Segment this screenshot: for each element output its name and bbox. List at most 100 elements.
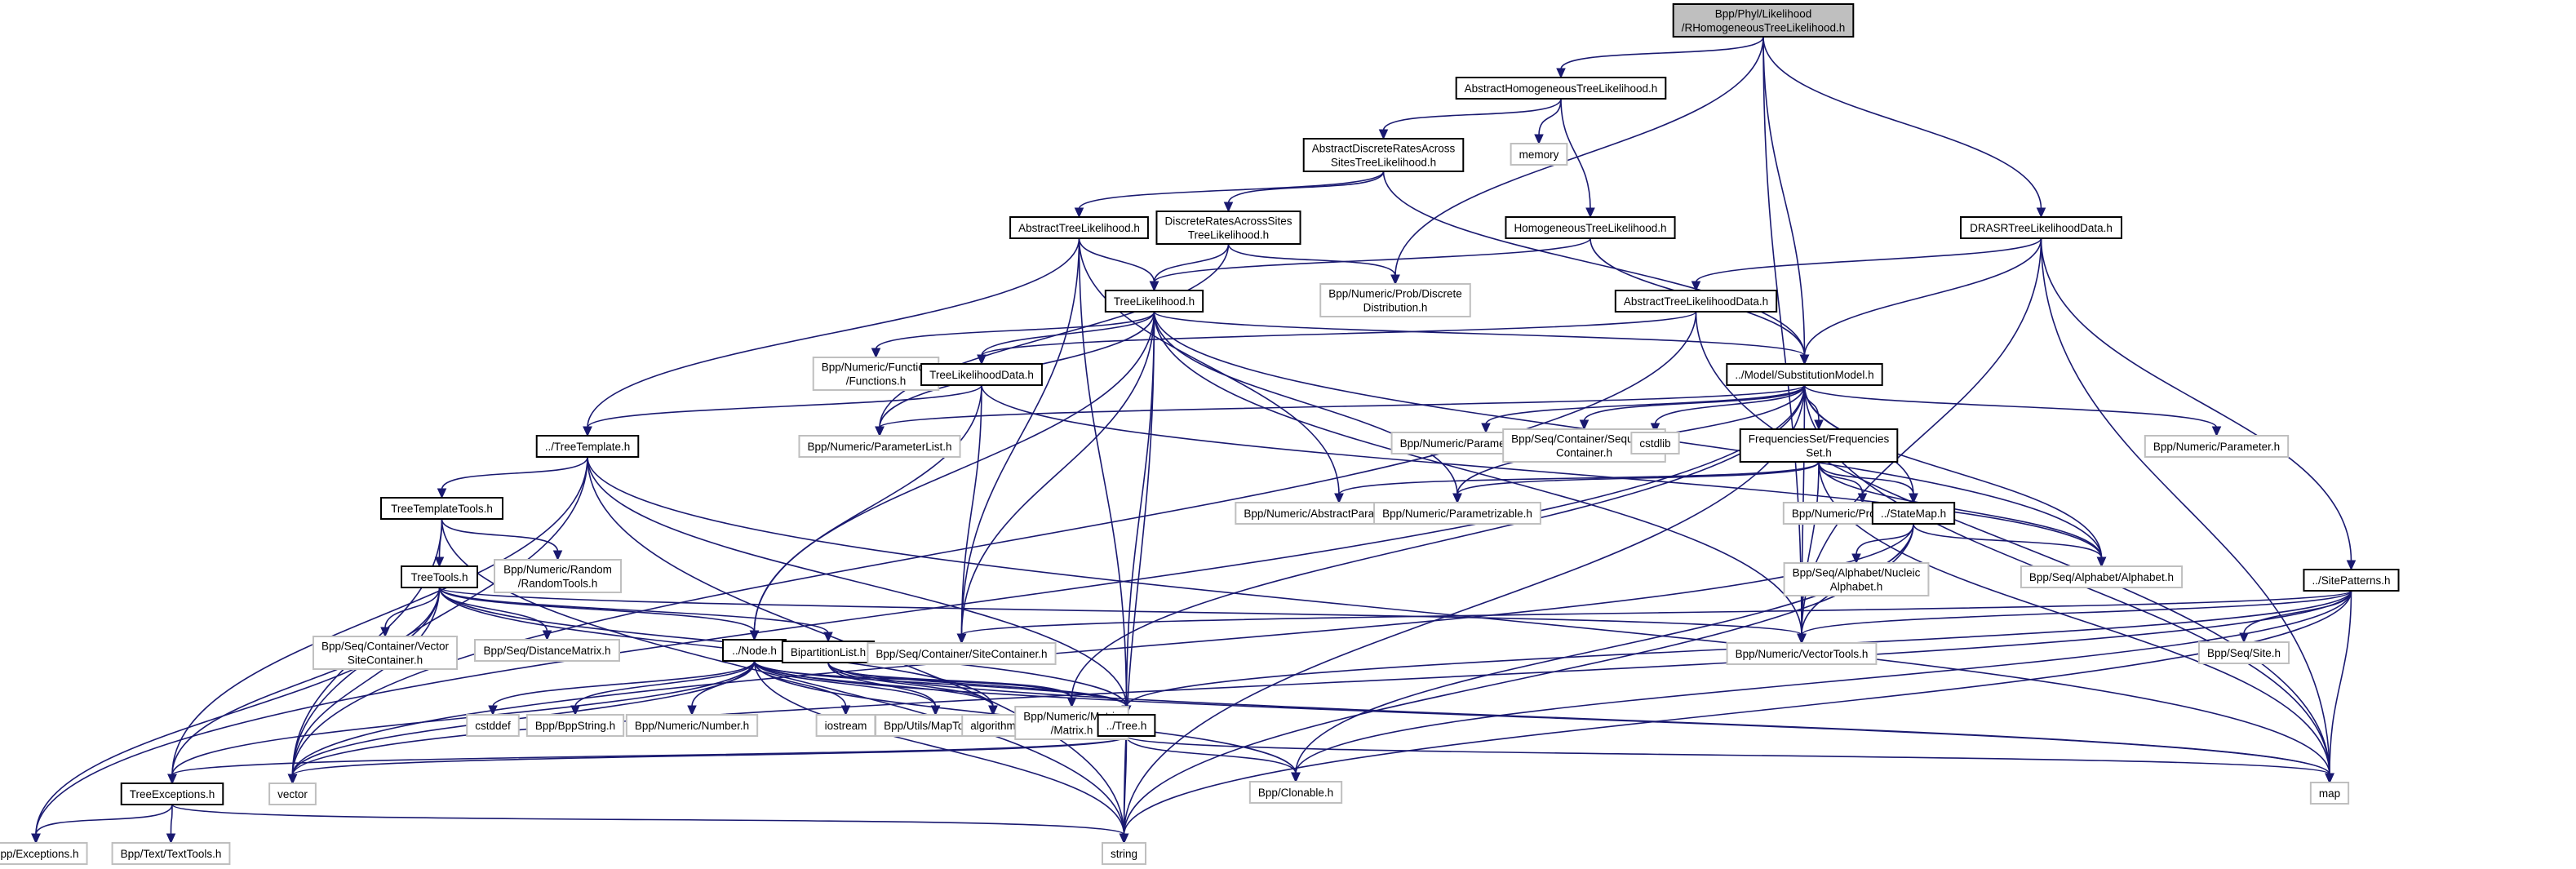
node-label: SiteContainer.h [348, 654, 423, 667]
edge-drastl-to-tl [1149, 243, 1230, 292]
node-exceptions: Bpp/Exceptions.h [0, 842, 88, 865]
node-label: TreeLikelihoodData.h [929, 369, 1034, 381]
node-paramlist: Bpp/Numeric/ParameterList.h [798, 435, 961, 458]
node-drasrtld[interactable]: DRASRTreeLikelihoodData.h [1960, 216, 2122, 239]
node-bppstring: Bpp/BppString.h [525, 714, 625, 737]
arrowhead-icon [1799, 354, 1810, 366]
arrowhead-icon [1334, 493, 1344, 504]
node-box [1726, 642, 1878, 665]
edge-line [384, 587, 441, 629]
node-label: algorithm [970, 720, 1016, 732]
arrowhead-icon [1452, 493, 1462, 504]
edge-line [2329, 590, 2352, 775]
node-freqset[interactable]: FrequenciesSet/FrequenciesSet.h [1739, 428, 1899, 463]
edge-root-to-submodel [1762, 36, 1810, 366]
edge-treetools-to-node [438, 587, 760, 641]
node-root[interactable]: Bpp/Phyl/Likelihood/RHomogeneousTreeLike… [1672, 3, 1855, 38]
arrowhead-icon [1066, 697, 1077, 708]
node-vectortools: Bpp/Numeric/VectorTools.h [1726, 642, 1878, 665]
arrowhead-icon [167, 774, 177, 785]
node-functions: Bpp/Numeric/Function/Functions.h [812, 357, 940, 391]
node-box [1783, 562, 1930, 596]
edge-treeexc-to-texttools [166, 804, 176, 845]
node-tl[interactable]: TreeLikelihood.h [1104, 290, 1204, 313]
node-texttools: Bpp/Text/TextTools.h [111, 842, 231, 865]
node-submodel[interactable]: ../Model/SubstitutionModel.h [1726, 363, 1883, 386]
edge-line [827, 662, 2330, 775]
edge-line [1153, 237, 1591, 283]
node-label: Bpp/BppString.h [535, 720, 615, 732]
edge-treetools-to-exceptions [31, 587, 441, 845]
node-ahtl[interactable]: AbstractHomogeneousTreeLikelihood.h [1455, 77, 1667, 100]
node-box [2144, 435, 2290, 458]
arrowhead-icon [2211, 426, 2222, 437]
arrowhead-icon [380, 627, 390, 638]
node-htl[interactable]: HomogeneousTreeLikelihood.h [1505, 216, 1676, 239]
node-box [722, 639, 787, 662]
node-box [781, 641, 876, 663]
node-label: Alphabet.h [1830, 581, 1883, 593]
node-label: DRASRTreeLikelihoodData.h [1970, 222, 2113, 234]
node-box [401, 565, 478, 588]
node-treetools[interactable]: TreeTools.h [401, 565, 478, 588]
edge-line [1801, 461, 1820, 636]
node-bipart[interactable]: BipartitionList.h [781, 641, 876, 663]
arrowhead-icon [1691, 281, 1701, 292]
edge-atl-to-treetemplate [583, 237, 1080, 437]
node-tld[interactable]: TreeLikelihoodData.h [920, 363, 1043, 386]
node-box [1739, 428, 1899, 463]
node-label: map [2319, 787, 2340, 800]
node-box [494, 559, 622, 593]
edge-tl-to-submodel [1153, 311, 1810, 366]
arrowhead-icon [166, 833, 176, 845]
node-alphabet: Bpp/Seq/Alphabet/Alphabet.h [2020, 565, 2184, 588]
node-treeexc[interactable]: TreeExceptions.h [120, 783, 224, 805]
edge-atl-to-tl [1078, 237, 1159, 292]
edge-line [1153, 311, 1458, 495]
node-tree[interactable]: ../Tree.h [1097, 714, 1156, 737]
edge-line [1125, 735, 2330, 775]
arrowhead-icon [871, 348, 881, 359]
arrowhead-icon [1909, 493, 1918, 504]
node-atld[interactable]: AbstractTreeLikelihoodData.h [1614, 290, 1778, 313]
edge-line [1382, 98, 1562, 131]
edge-adrastl-to-submodel [1382, 171, 1810, 366]
edge-line [1695, 311, 2330, 775]
edge-line [1123, 311, 1155, 836]
node-box [798, 435, 961, 458]
edge-line [960, 384, 982, 636]
edge-submodel-to-alphabet [1803, 384, 2107, 568]
edge-treetemplate-to-treeexc [167, 456, 588, 785]
node-box [525, 714, 625, 737]
node-box [1630, 432, 1680, 454]
arrowhead-icon [1851, 553, 1861, 565]
edge-line [1485, 384, 1806, 425]
arrowhead-icon [552, 550, 563, 561]
edge-treeexc-to-string [171, 804, 1129, 845]
node-adrastl[interactable]: AbstractDiscreteRatesAcrossSitesTreeLike… [1302, 138, 1465, 172]
node-sitecont: Bpp/Seq/Container/SiteContainer.h [867, 642, 1057, 665]
node-box [1373, 502, 1541, 525]
node-node[interactable]: ../Node.h [722, 639, 787, 662]
node-treetemplate[interactable]: ../TreeTemplate.h [535, 435, 640, 458]
edge-line [1078, 237, 1155, 283]
node-atl[interactable]: AbstractTreeLikelihood.h [1009, 216, 1149, 239]
node-label: /Matrix.h [1051, 725, 1093, 737]
edge-bipart-to-maptools [827, 662, 941, 716]
node-label: AbstractTreeLikelihoodData.h [1624, 295, 1768, 308]
node-label: vector [277, 788, 308, 800]
edge-line [1560, 98, 1591, 210]
arrowhead-icon [1814, 419, 1824, 431]
node-label: /RandomTools.h [518, 578, 598, 590]
edge-line [1913, 523, 2103, 559]
edge-line [1803, 237, 2042, 357]
nodes-layer: Bpp/Phyl/Likelihood/RHomogeneousTreeLike… [0, 3, 2400, 865]
node-box [474, 639, 620, 662]
node-sitepatterns[interactable]: ../SitePatterns.h [2303, 569, 2400, 592]
arrowhead-icon [1579, 419, 1589, 431]
node-statemap[interactable]: ../StateMap.h [1871, 502, 1956, 525]
node-ttt[interactable]: TreeTemplateTools.h [380, 497, 503, 520]
edge-line [291, 587, 441, 776]
